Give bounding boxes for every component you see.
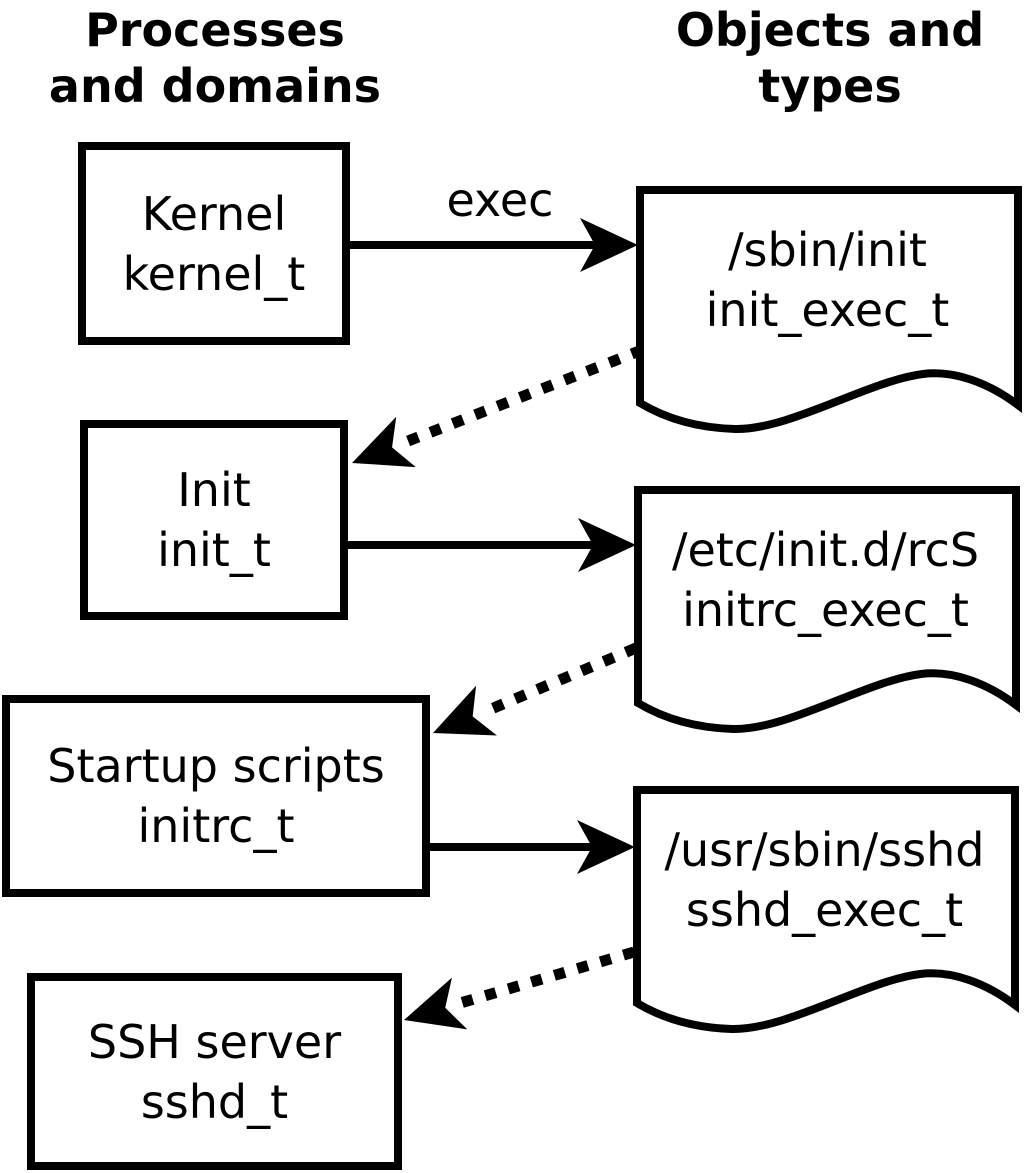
object-type: sshd_exec_t bbox=[685, 883, 964, 937]
solid-arrowhead-initrc-to-sshd-exec bbox=[577, 820, 635, 874]
document-shape-usr-sbin-sshd bbox=[633, 786, 1019, 1034]
solid-arrowhead-init-to-initrc-exec bbox=[578, 518, 636, 572]
object-path: /etc/init.d/rcS bbox=[671, 523, 980, 577]
exec-arrow-label: exec bbox=[446, 173, 554, 227]
dotted-arrow-initrc-exec-to-initrc bbox=[481, 642, 639, 718]
process-label: Kernel bbox=[141, 186, 287, 241]
process-domain: kernel_t bbox=[122, 246, 306, 301]
process-box-kernel: Kernel kernel_t bbox=[78, 142, 350, 345]
column-header-processes: Processes and domains bbox=[48, 3, 382, 113]
dotted-arrow-sshd-exec-to-sshd bbox=[455, 946, 636, 1010]
process-box-startup-scripts: Startup scripts initrc_t bbox=[2, 695, 430, 897]
process-box-ssh-server: SSH server sshd_t bbox=[27, 973, 402, 1170]
process-box-init: Init init_t bbox=[80, 420, 348, 620]
object-doc-etc-initd-rcs: /etc/init.d/rcS initrc_exec_t bbox=[638, 520, 1013, 640]
dotted-arrow-init-exec-to-init bbox=[401, 344, 644, 449]
process-domain: init_t bbox=[157, 523, 271, 577]
dotted-arrowhead-init-exec-to-init bbox=[352, 416, 416, 468]
object-path: /usr/sbin/sshd bbox=[664, 823, 985, 877]
solid-arrowhead-kernel-to-init-exec bbox=[580, 218, 638, 272]
document-shape-sbin-init bbox=[636, 186, 1022, 434]
process-label: SSH server bbox=[87, 1014, 342, 1069]
process-domain: initrc_t bbox=[137, 799, 295, 853]
dotted-arrowhead-sshd-exec-to-sshd bbox=[404, 977, 468, 1030]
dotted-arrowhead-initrc-exec-to-initrc bbox=[433, 685, 497, 736]
object-type: init_exec_t bbox=[705, 283, 950, 337]
object-doc-sbin-init: /sbin/init init_exec_t bbox=[640, 220, 1015, 340]
document-shape-etc-initd-rcs bbox=[634, 486, 1020, 734]
process-label: Init bbox=[177, 463, 251, 517]
process-label: Startup scripts bbox=[47, 739, 385, 793]
process-domain: sshd_t bbox=[140, 1074, 289, 1129]
object-type: initrc_exec_t bbox=[682, 583, 969, 637]
column-header-objects: Objects and types bbox=[675, 3, 985, 113]
object-doc-usr-sbin-sshd: /usr/sbin/sshd sshd_exec_t bbox=[637, 820, 1012, 940]
object-path: /sbin/init bbox=[728, 223, 927, 277]
